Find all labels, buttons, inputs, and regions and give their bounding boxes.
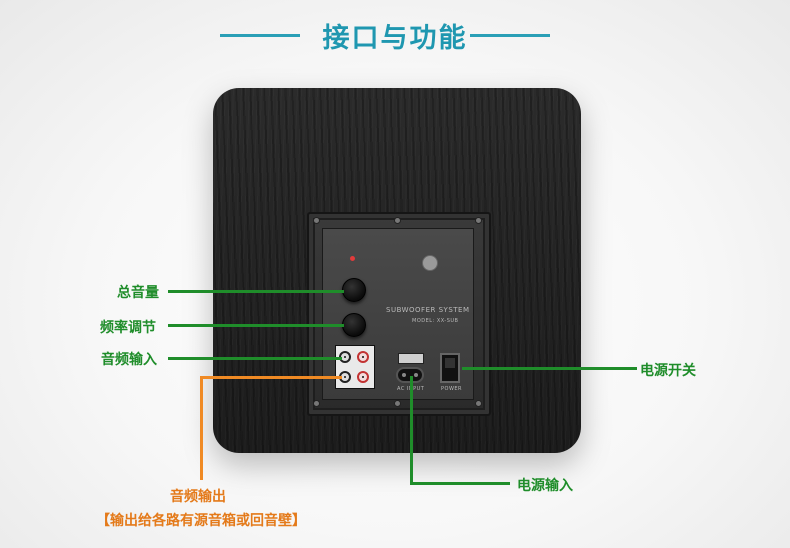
callout-audio-out-vline bbox=[200, 376, 203, 480]
screw-icon bbox=[475, 217, 482, 224]
fuse-holder bbox=[398, 353, 424, 364]
power-led bbox=[350, 256, 355, 261]
power-label-text: POWER bbox=[441, 386, 463, 392]
callout-power-in-vline bbox=[410, 376, 413, 484]
callout-power-switch: 电源开关 bbox=[640, 363, 696, 379]
volume-knob[interactable] bbox=[342, 278, 366, 302]
power-switch[interactable] bbox=[440, 353, 460, 383]
title-right-line bbox=[470, 34, 550, 37]
callout-frequency: 频率调节 bbox=[100, 320, 156, 336]
screw-icon bbox=[394, 217, 401, 224]
title-left-line bbox=[220, 34, 300, 37]
callout-frequency-line bbox=[168, 324, 344, 327]
callout-audio-in-line bbox=[168, 357, 342, 360]
callout-audio-in: 音频输入 bbox=[101, 352, 157, 368]
audio-out-right-jack[interactable] bbox=[357, 371, 369, 383]
panel-model-text: MODEL: XX-SUB bbox=[412, 318, 459, 324]
screw-icon bbox=[313, 217, 320, 224]
callout-power-in: 电源输入 bbox=[517, 478, 573, 494]
audio-in-right-jack[interactable] bbox=[357, 351, 369, 363]
screw-icon bbox=[394, 400, 401, 407]
callout-power-switch-line bbox=[462, 367, 637, 370]
callout-volume-line bbox=[168, 290, 344, 293]
callout-audio-out: 音频输出 bbox=[170, 489, 226, 505]
panel-brand-text: SUBWOOFER SYSTEM bbox=[386, 306, 470, 314]
callout-audio-out-note: 【输出给各路有源音箱或回音壁】 bbox=[96, 513, 306, 529]
callout-audio-out-hline bbox=[200, 376, 342, 379]
section-title: 接口与功能 bbox=[322, 23, 468, 54]
screw-icon bbox=[475, 400, 482, 407]
callout-volume: 总音量 bbox=[117, 285, 159, 301]
screw-icon bbox=[313, 400, 320, 407]
callout-power-in-hline bbox=[410, 482, 510, 485]
brand-logo-icon bbox=[422, 255, 438, 271]
frequency-knob[interactable] bbox=[342, 313, 366, 337]
section-header: 接口与功能 bbox=[0, 14, 790, 54]
rca-jack-panel bbox=[335, 345, 375, 389]
